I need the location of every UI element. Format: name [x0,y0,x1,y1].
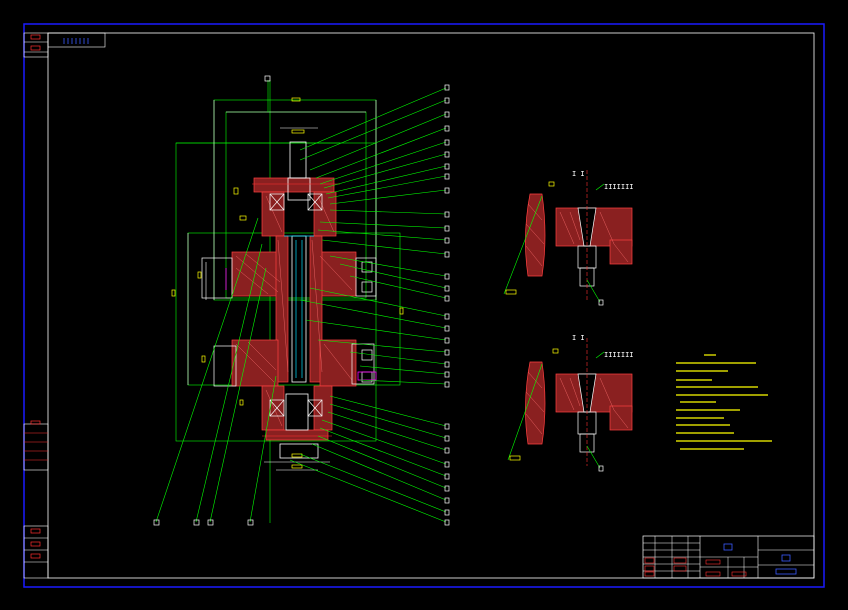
left-margin-block-top [23,32,49,58]
left-margin-block-bottom [23,525,49,579]
drawing-frame [23,23,825,588]
housing-hatch [231,177,357,441]
top-title-tag [47,32,106,48]
outer-border [23,23,825,588]
top-title-tag-glyphs [63,38,89,44]
detail-lower-section-label: I I [572,334,585,342]
left-margin-block-middle [23,420,49,471]
detail-view-lower: IIIIIII I I [507,334,634,472]
inner-border [47,32,815,579]
detail-lower-label: IIIIIII [604,351,634,359]
leader-lines-right [289,87,447,523]
center-marks [252,183,340,437]
magenta-markers [225,268,377,381]
detail-upper-label: IIIIIII [604,183,634,191]
callout-boxes-bottom [153,75,271,526]
leader-lines-bottom [155,80,277,523]
detail-view-upper: IIIIIII I I [503,170,634,306]
bearings [269,193,323,417]
dimension-tags [171,97,404,469]
detail-upper-section-label: I I [572,170,585,178]
main-assembly-section [153,75,450,526]
shaft-bore [284,235,314,378]
callout-boxes-right [444,84,450,526]
title-block [642,535,815,579]
technical-notes [676,354,772,450]
